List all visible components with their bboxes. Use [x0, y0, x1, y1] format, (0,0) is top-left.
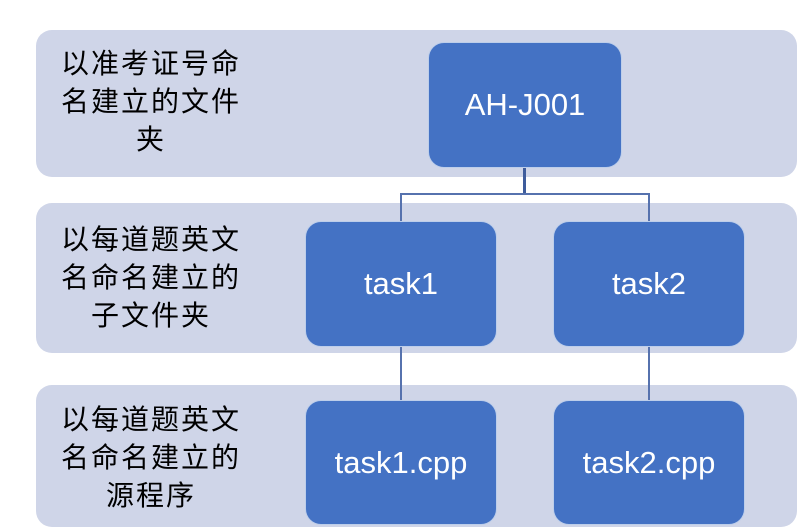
row-label-line: 名命名建立的 [60, 262, 241, 293]
connector-drop-task1 [400, 193, 402, 223]
connector-root-stem [523, 168, 526, 195]
row-label-line: 名建立的文件 [60, 86, 241, 117]
band-root-folder-row [36, 30, 797, 177]
row-label-subfolder: 以每道题英文 名命名建立的 子文件夹 [56, 221, 246, 335]
row-label-line: 以每道题英文 [60, 404, 241, 435]
node-task2-cpp: task2.cpp [553, 400, 745, 525]
connector-task2-to-cpp [648, 347, 650, 402]
row-label-line: 名命名建立的 [60, 442, 241, 473]
connector-horizontal [400, 193, 650, 195]
row-label-line: 夹 [135, 124, 166, 155]
node-ah-j001: AH-J001 [428, 42, 622, 168]
row-label-root-folder: 以准考证号命 名建立的文件 夹 [56, 45, 246, 159]
row-label-source-file: 以每道题英文 名命名建立的 源程序 [56, 401, 246, 515]
node-task1: task1 [305, 221, 497, 347]
row-label-line: 子文件夹 [90, 300, 211, 331]
node-task2: task2 [553, 221, 745, 347]
connector-task1-to-cpp [400, 347, 402, 402]
node-task1-cpp: task1.cpp [305, 400, 497, 525]
connector-drop-task2 [648, 193, 650, 223]
row-label-line: 以每道题英文 [60, 224, 241, 255]
row-label-line: 源程序 [105, 480, 196, 511]
row-label-line: 以准考证号命 [60, 48, 241, 79]
